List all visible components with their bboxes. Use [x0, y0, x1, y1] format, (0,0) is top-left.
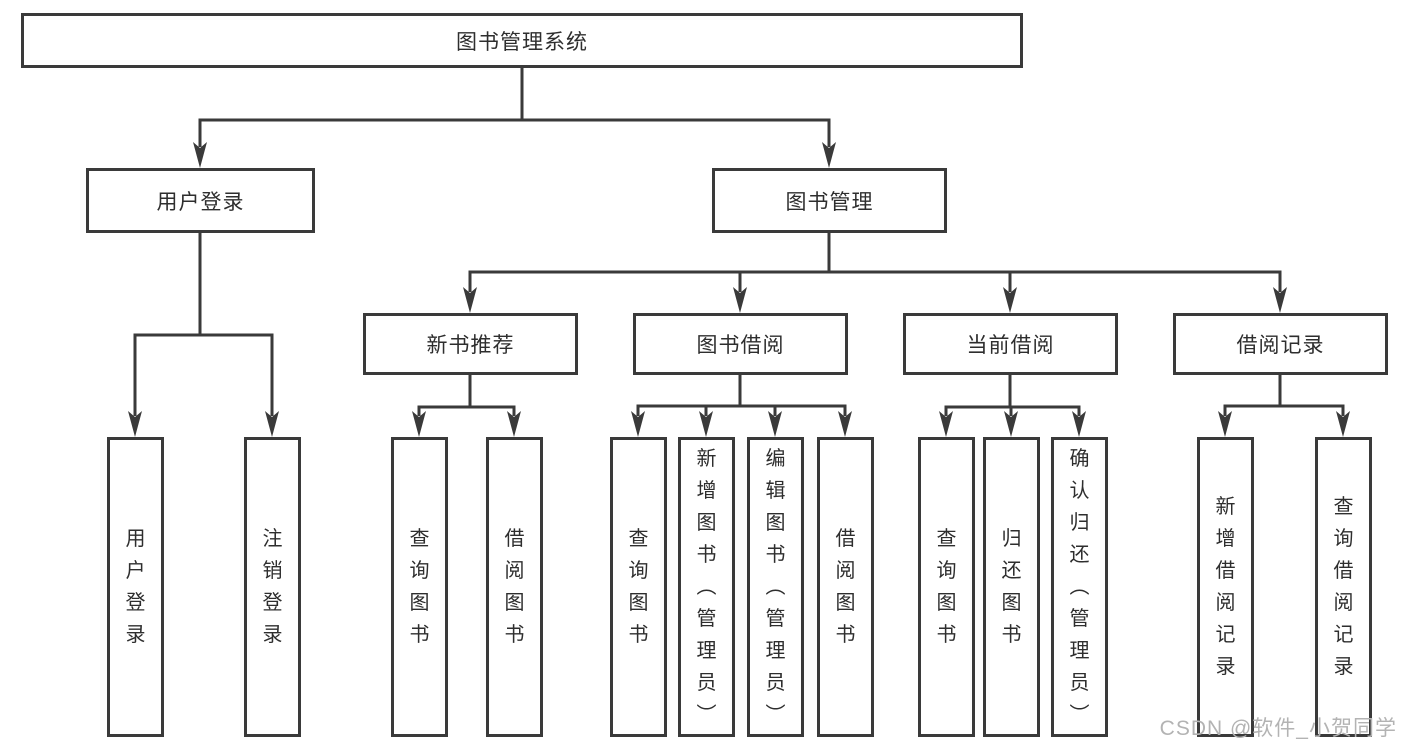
node-current-borrow-label: 当前借阅 — [966, 334, 1055, 357]
leaf-query-borrow-record: 查询借阅记录 — [1315, 437, 1372, 737]
node-borrow-records: 借阅记录 — [1173, 313, 1388, 375]
leaf-borrow-book-1: 借阅图书 — [486, 437, 543, 737]
leaf-return-book-label: 归还图书 — [1001, 528, 1022, 646]
leaf-user-login-label: 用户登录 — [125, 528, 146, 646]
leaf-borrow-book-2: 借阅图书 — [817, 437, 874, 737]
leaf-query-book-2: 查询图书 — [610, 437, 667, 737]
leaf-add-book-admin-label: 新增图书︵管理员︶ — [696, 448, 717, 726]
leaf-add-borrow-record-label: 新增借阅记录 — [1215, 496, 1236, 678]
leaf-add-borrow-record: 新增借阅记录 — [1197, 437, 1254, 737]
leaf-borrow-book-2-label: 借阅图书 — [835, 528, 856, 646]
node-root: 图书管理系统 — [21, 13, 1023, 68]
leaf-logout-login-label: 注销登录 — [262, 528, 283, 646]
leaf-confirm-return-admin-label: 确认归还︵管理员︶ — [1069, 448, 1090, 726]
leaf-edit-book-admin-label: 编辑图书︵管理员︶ — [765, 448, 786, 726]
node-book-mgmt: 图书管理 — [712, 168, 947, 233]
leaf-query-book-1-label: 查询图书 — [409, 528, 430, 646]
leaf-borrow-book-1-label: 借阅图书 — [504, 528, 525, 646]
node-book-borrow-label: 图书借阅 — [696, 334, 785, 357]
node-new-book-recommend-label: 新书推荐 — [426, 334, 515, 357]
node-user-login-label: 用户登录 — [156, 190, 245, 214]
leaf-query-book-3-label: 查询图书 — [936, 528, 957, 646]
node-book-mgmt-label: 图书管理 — [785, 190, 874, 214]
leaf-confirm-return-admin: 确认归还︵管理员︶ — [1051, 437, 1108, 737]
leaf-add-book-admin: 新增图书︵管理员︶ — [678, 437, 735, 737]
arrowheads — [128, 142, 1350, 437]
node-borrow-records-label: 借阅记录 — [1236, 334, 1325, 357]
leaf-logout-login: 注销登录 — [244, 437, 301, 737]
node-user-login: 用户登录 — [86, 168, 315, 233]
node-current-borrow: 当前借阅 — [903, 313, 1118, 375]
watermark: CSDN @软件_小贺同学 — [1159, 717, 1397, 740]
leaf-return-book: 归还图书 — [983, 437, 1040, 737]
leaf-query-book-3: 查询图书 — [918, 437, 975, 737]
node-new-book-recommend: 新书推荐 — [363, 313, 578, 375]
leaf-query-book-2-label: 查询图书 — [628, 528, 649, 646]
leaf-edit-book-admin: 编辑图书︵管理员︶ — [747, 437, 804, 737]
node-book-borrow: 图书借阅 — [633, 313, 848, 375]
leaf-query-book-1: 查询图书 — [391, 437, 448, 737]
leaf-user-login: 用户登录 — [107, 437, 164, 737]
leaf-query-borrow-record-label: 查询借阅记录 — [1333, 496, 1354, 678]
node-root-label: 图书管理系统 — [456, 30, 588, 54]
